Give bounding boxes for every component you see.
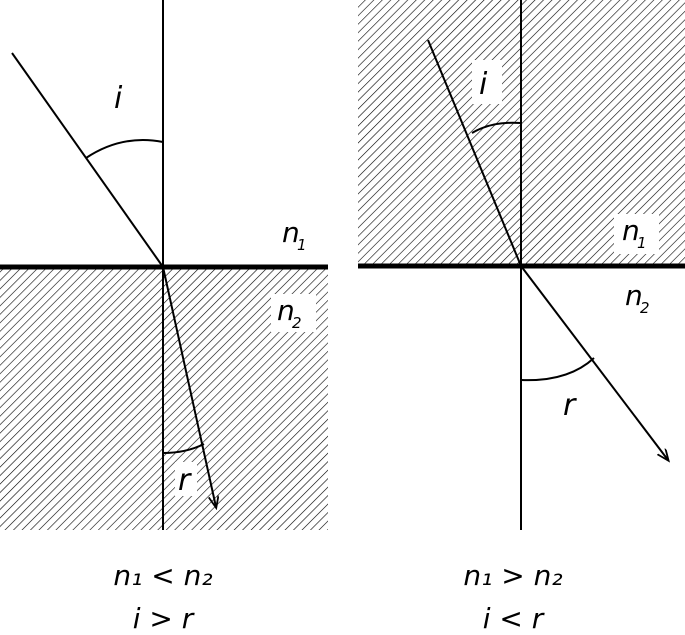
left-caption-angle-relation: i > r	[133, 602, 195, 635]
right-i-label-box	[472, 60, 502, 104]
right-n1-label: n	[622, 214, 640, 247]
left-refracted-ray	[162, 266, 216, 507]
right-incidence-angle-arc	[471, 121, 522, 134]
left-n2-subscript: 2	[292, 314, 302, 332]
left-refraction-angle-arc	[162, 443, 205, 454]
left-n1-subscript: 1	[297, 236, 307, 254]
right-diagram: i r n 1 n 2 n₁ > n₂ i < r	[358, 0, 685, 635]
right-incident-ray	[427, 39, 522, 267]
right-n1-subscript: 1	[637, 234, 647, 252]
left-angle-r-label: r	[178, 463, 192, 498]
right-angle-i-label: i	[479, 67, 488, 102]
right-refraction-angle-arc	[520, 357, 595, 382]
right-caption-angle-relation: i < r	[483, 602, 545, 635]
left-diagram: i r n 1 n 2 n₁ < n₂ i > r	[0, 0, 328, 635]
right-refracted-ray	[520, 265, 668, 460]
left-n2-label-box	[271, 294, 316, 332]
left-n2-label: n	[277, 294, 295, 327]
left-r-label-box	[175, 462, 197, 496]
right-n2-subscript: 2	[640, 299, 650, 317]
left-incidence-angle-arc	[85, 139, 164, 159]
right-n1-label-box	[614, 214, 659, 254]
right-n2-label: n	[625, 279, 643, 312]
right-angle-r-label: r	[563, 388, 577, 423]
left-angle-i-label: i	[114, 81, 123, 116]
left-incident-ray	[11, 52, 164, 268]
right-caption-index-relation: n₁ > n₂	[463, 559, 562, 592]
left-caption-index-relation: n₁ < n₂	[113, 559, 212, 592]
left-n1-label: n	[282, 216, 300, 249]
